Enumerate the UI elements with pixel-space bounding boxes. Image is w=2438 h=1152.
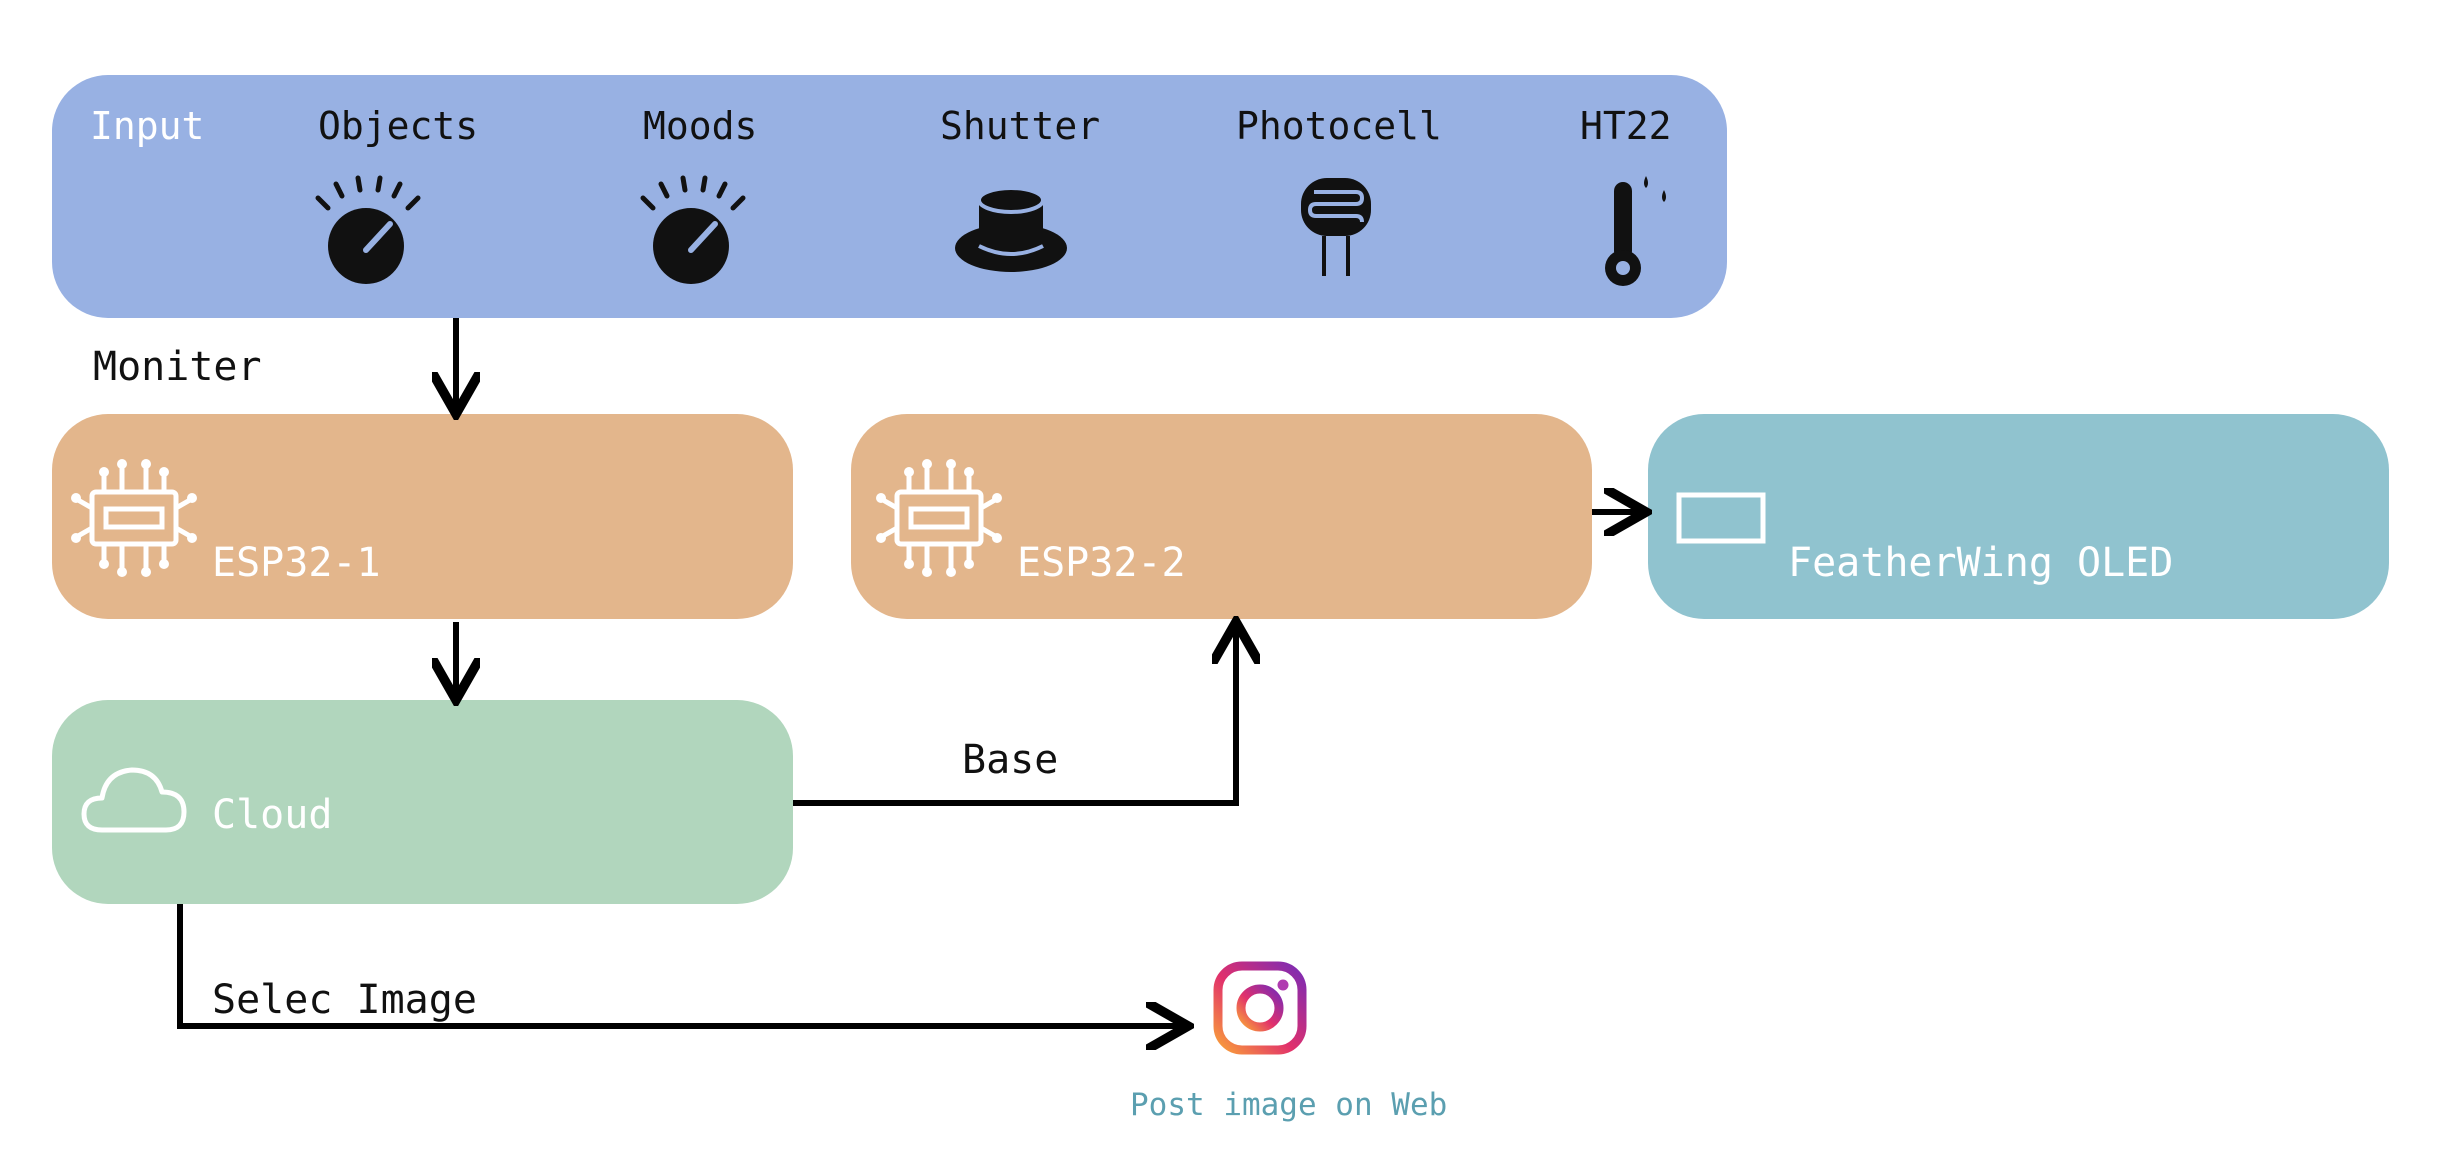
- moniter-label: Moniter: [93, 344, 262, 390]
- esp32-1-label: ESP32-1: [212, 540, 381, 586]
- photocell-icon: [1301, 178, 1371, 276]
- featherwing-oled-label: FeatherWing OLED: [1788, 540, 2174, 586]
- instagram-caption: Post image on Web: [1130, 1087, 1448, 1123]
- arrow-cloud-to-instagram: [177, 904, 1182, 1026]
- select-image-label: Selec Image: [212, 977, 477, 1023]
- input-title: Input: [90, 104, 205, 148]
- featherwing-oled-node: [1648, 414, 2389, 619]
- sensor-label-photocell: Photocell: [1236, 104, 1442, 148]
- sensor-label-ht22: HT22: [1580, 104, 1672, 148]
- base-label: Base: [962, 737, 1059, 783]
- sensor-label-moods: Moods: [643, 104, 758, 148]
- cloud-node: [52, 700, 793, 904]
- chip-icon: [71, 459, 197, 577]
- thermometer-icon: [1605, 176, 1666, 286]
- shutter-button-icon: [955, 186, 1067, 272]
- knob-icon: [640, 175, 746, 284]
- esp32-2-node: [851, 414, 1592, 619]
- instagram-icon: [1213, 961, 1307, 1055]
- arrow-cloud-to-esp32-2: [793, 628, 1236, 806]
- input-panel: [52, 75, 1727, 318]
- knob-icon: [315, 175, 421, 284]
- sensor-label-shutter: Shutter: [940, 104, 1101, 148]
- chip-icon: [876, 459, 1002, 577]
- cloud-icon: [81, 767, 187, 833]
- sensor-label-objects: Objects: [318, 104, 479, 148]
- cloud-label: Cloud: [212, 792, 333, 838]
- screen-icon: [1676, 492, 1766, 544]
- esp32-2-label: ESP32-2: [1017, 540, 1186, 586]
